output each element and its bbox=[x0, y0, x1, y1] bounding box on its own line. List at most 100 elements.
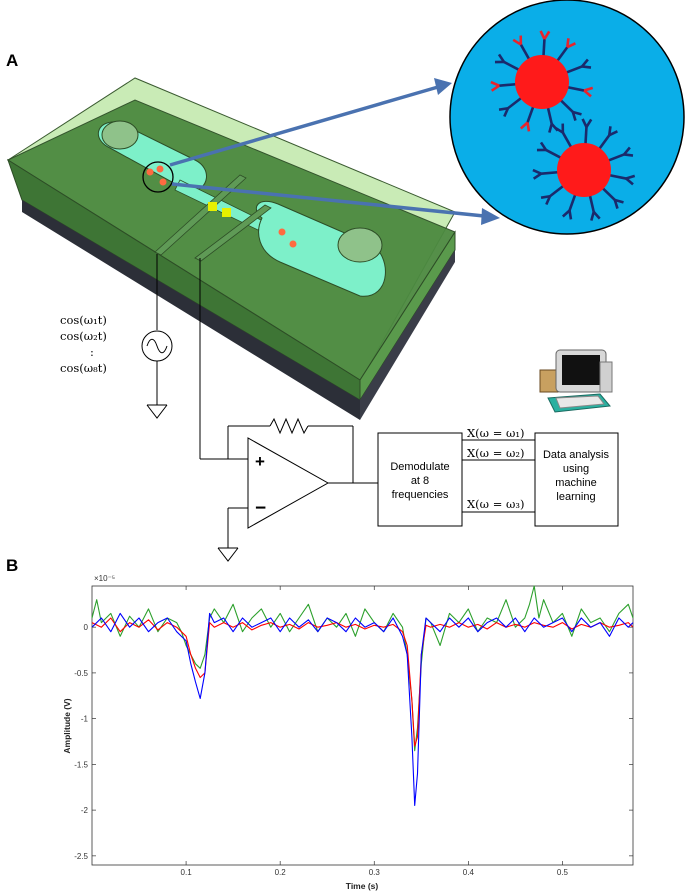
demodulator-label-line2: at 8 bbox=[411, 475, 429, 487]
analysis-box bbox=[534, 432, 619, 527]
antibody-icon bbox=[597, 126, 618, 151]
bound-antibody-icon bbox=[512, 35, 531, 61]
ground-icon bbox=[146, 404, 168, 419]
antibody-icon bbox=[540, 184, 565, 206]
y-tick-label: -1.5 bbox=[74, 760, 88, 769]
particle bbox=[146, 168, 154, 176]
analysis-label-line1: Data analysis bbox=[543, 449, 610, 461]
y-tick-label: 0 bbox=[84, 623, 89, 632]
ground-icon bbox=[217, 547, 239, 562]
y-tick-label: -0.5 bbox=[74, 669, 88, 678]
output-label-1: X(ω = ω₁) bbox=[467, 426, 524, 440]
opamp-symbol bbox=[247, 437, 330, 529]
source-frequency-2: cos(ω₂t) bbox=[60, 329, 107, 343]
analysis-label-line4: learning bbox=[556, 491, 595, 503]
electrode-1 bbox=[154, 174, 247, 256]
particle bbox=[156, 165, 164, 173]
arrow-head bbox=[434, 78, 452, 95]
antibody-cluster-2 bbox=[532, 118, 636, 221]
monitor-screen-icon bbox=[562, 355, 600, 385]
zoom-arrow-lower bbox=[171, 182, 485, 218]
antibody-icon bbox=[559, 98, 582, 121]
bound-antibody-icon bbox=[490, 80, 518, 92]
sine-wave-icon bbox=[146, 338, 168, 354]
demodulated-outputs bbox=[462, 439, 535, 513]
x-tick-label: 0.5 bbox=[557, 868, 569, 877]
antibody-icon bbox=[606, 146, 634, 163]
source-frequency-1: cos(ω₁t) bbox=[60, 313, 107, 327]
x-tick-label: 0.4 bbox=[463, 868, 475, 877]
bound-antibody-icon bbox=[519, 105, 535, 132]
source-frequency-8: cos(ω₈t) bbox=[60, 361, 107, 375]
outlet-well bbox=[337, 227, 383, 263]
antibody-cluster-1 bbox=[490, 30, 594, 133]
transimpedance-amplifier bbox=[199, 258, 378, 562]
particle-2 bbox=[557, 143, 611, 197]
zoom-inset bbox=[449, 0, 685, 235]
zoom-region-circle bbox=[142, 161, 174, 193]
series-line-2 bbox=[91, 617, 634, 747]
x-tick-label: 0.3 bbox=[369, 868, 381, 877]
keyboard-icon bbox=[555, 395, 605, 409]
x-tick-label: 0.1 bbox=[181, 868, 193, 877]
antibody-icon bbox=[608, 173, 636, 186]
y-tick-label: -2 bbox=[81, 806, 89, 815]
y-tick-label: -2.5 bbox=[74, 852, 88, 861]
antibody-icon bbox=[564, 58, 592, 75]
antibody-icon bbox=[536, 141, 563, 160]
bound-antibody-icon bbox=[555, 38, 576, 63]
x-tick-label: 0.2 bbox=[275, 868, 287, 877]
outlet-reservoir bbox=[256, 200, 386, 297]
opamp-plus-label: + bbox=[255, 452, 265, 471]
antibody-icon bbox=[601, 186, 624, 209]
demodulator-label-line1: Demodulate bbox=[390, 461, 449, 473]
constriction-channel bbox=[174, 179, 266, 231]
electrode-gap-2 bbox=[222, 208, 231, 217]
zoom-inset-background bbox=[449, 0, 685, 235]
antibody-icon bbox=[494, 53, 521, 72]
antibody-icon bbox=[561, 193, 577, 220]
electrode-2 bbox=[194, 204, 272, 262]
antibody-icon bbox=[498, 96, 523, 118]
feedback-resistor bbox=[269, 417, 309, 435]
particle bbox=[289, 240, 297, 248]
analysis-label-line2: using bbox=[563, 463, 589, 475]
bound-antibody-icon bbox=[566, 85, 594, 98]
antibody-icon bbox=[581, 118, 593, 146]
panel-label-b: B bbox=[6, 556, 18, 575]
output-label-3: X(ω = ω₃) bbox=[467, 497, 524, 511]
particle bbox=[278, 228, 286, 236]
y-tick-label: -1 bbox=[81, 715, 89, 724]
bound-antibody-icon bbox=[539, 30, 551, 58]
particle bbox=[159, 178, 167, 186]
antibody-icon bbox=[588, 194, 601, 221]
monitor-side-icon bbox=[599, 361, 613, 393]
series-line-3 bbox=[91, 612, 634, 807]
antibody-icon bbox=[532, 168, 560, 180]
opamp-minus-label: − bbox=[255, 498, 266, 519]
antibody-icon bbox=[554, 123, 573, 149]
panel-label-a: A bbox=[6, 51, 18, 70]
zoom-arrows bbox=[169, 78, 500, 225]
microfluidic-chip bbox=[6, 77, 456, 420]
source-ellipsis: : bbox=[90, 345, 94, 359]
plot-ticks: 0.1 0.2 0.3 0.4 0.5 0 -0.5 -1 -1.5 -2 -2.5 bbox=[74, 586, 633, 877]
plot-series bbox=[91, 585, 634, 807]
arrow-head bbox=[481, 208, 500, 225]
output-label-2: X(ω = ω₂) bbox=[467, 446, 524, 460]
inlet-well bbox=[101, 120, 139, 150]
chip-substrate-side bbox=[360, 250, 455, 420]
demodulator-label-line3: frequencies bbox=[392, 489, 449, 501]
zoom-arrow-upper bbox=[169, 85, 439, 167]
demodulator-box bbox=[377, 432, 463, 527]
computer-tower-icon bbox=[539, 369, 559, 393]
x-axis-title: Time (s) bbox=[346, 881, 379, 891]
chip-substrate-front bbox=[22, 200, 360, 420]
y-axis-title: Amplitude (V) bbox=[62, 698, 72, 753]
particle-1 bbox=[515, 55, 569, 109]
ac-source-circuit bbox=[141, 254, 173, 419]
analysis-label-line3: machine bbox=[555, 477, 597, 489]
computer-icon bbox=[539, 349, 613, 413]
